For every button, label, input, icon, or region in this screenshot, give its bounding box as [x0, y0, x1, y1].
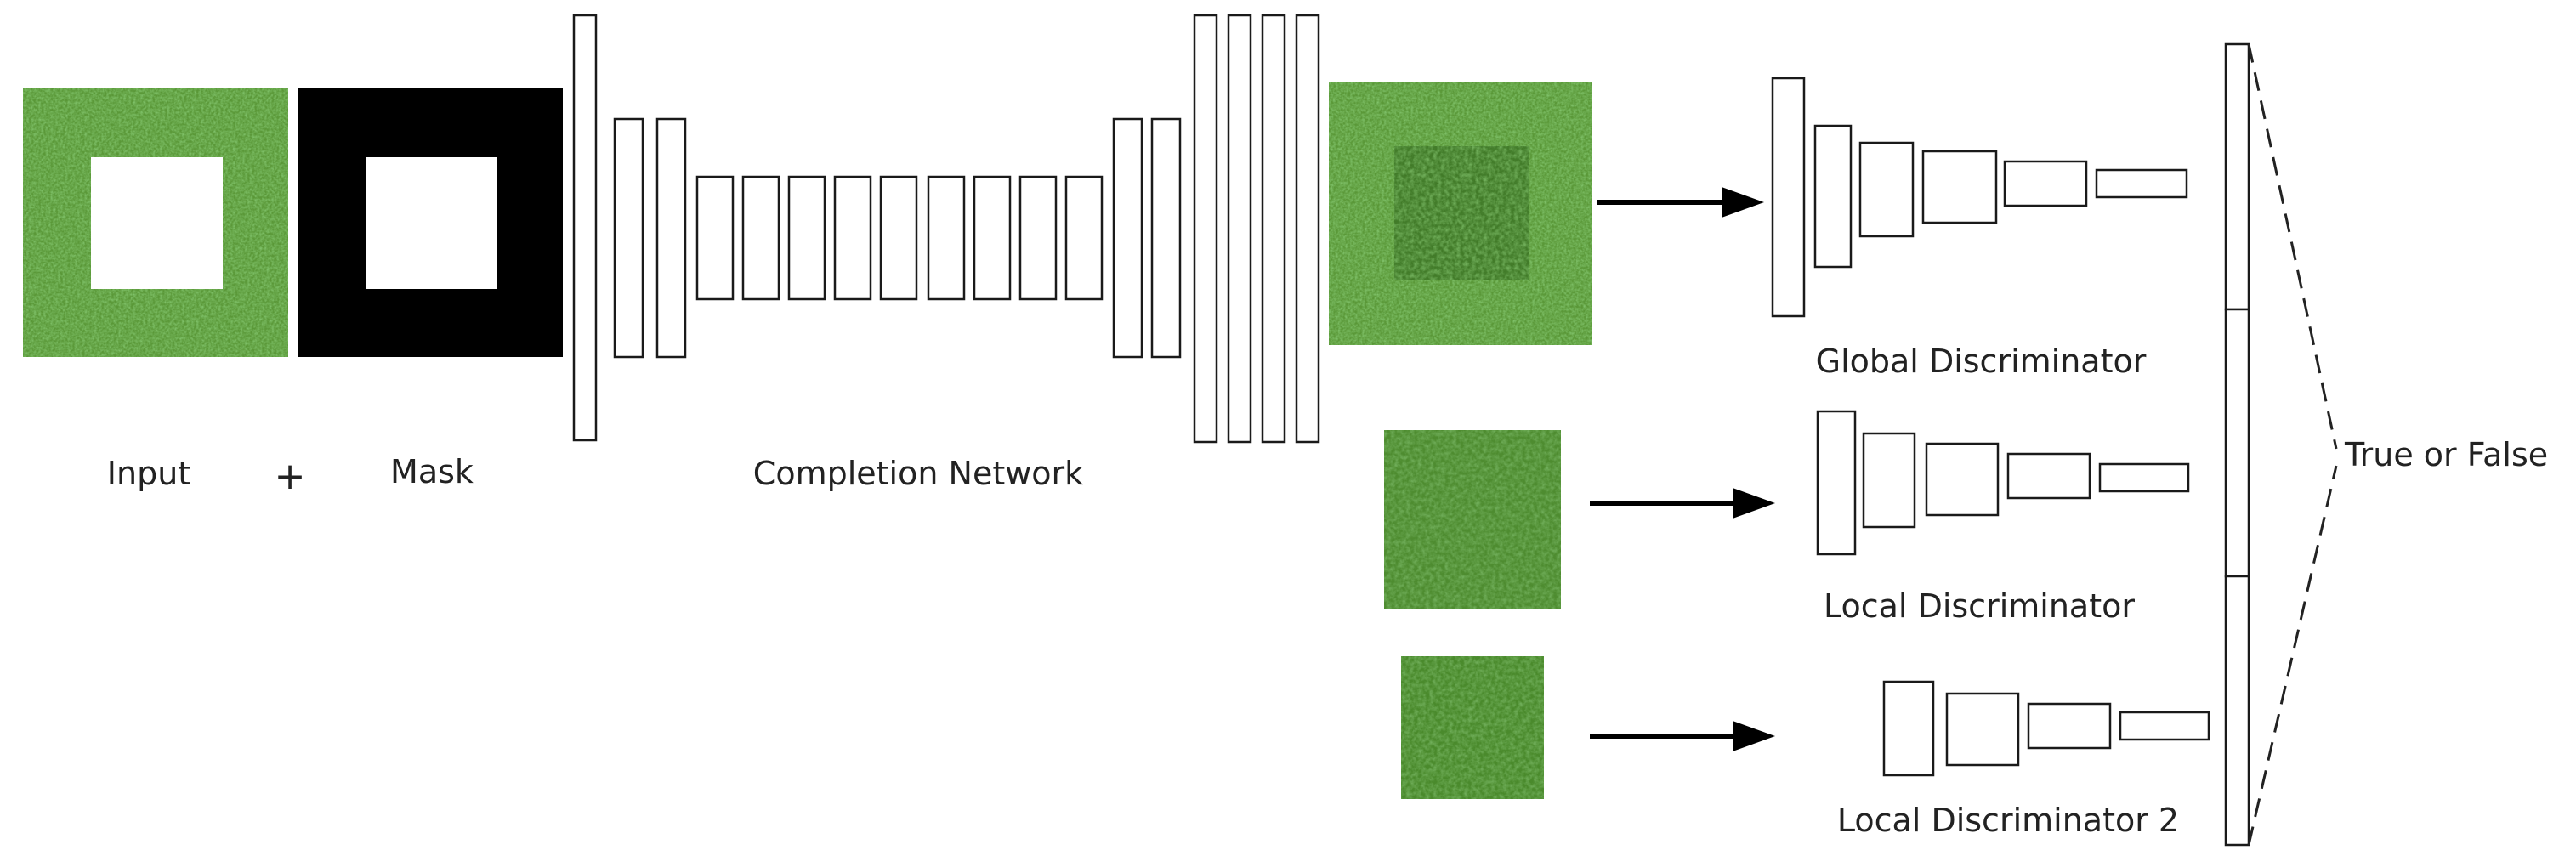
local-discriminator-layers	[1816, 410, 2190, 556]
gd-layer	[1921, 150, 1998, 224]
input-image	[23, 88, 288, 357]
output-segment	[2224, 42, 2250, 311]
mask-hole	[366, 157, 497, 289]
cn-layer	[655, 117, 687, 359]
ld2-layer	[2119, 711, 2210, 741]
cn-layer	[879, 175, 918, 301]
gd-layer	[1771, 76, 1806, 318]
local-patch-1	[1384, 430, 1561, 609]
cn-layer	[927, 175, 966, 301]
cn-layer	[1227, 14, 1252, 444]
cn-layer	[787, 175, 826, 301]
ld-layer	[2006, 452, 2091, 500]
local-discriminator-2-label: Local Discriminator 2	[1837, 802, 2179, 839]
global-discriminator-layers	[1771, 76, 2188, 318]
arrow-global	[1597, 187, 1764, 218]
cn-layer	[1064, 175, 1104, 301]
output-column	[2224, 42, 2250, 847]
local-discriminator-2-layers	[1882, 680, 2210, 777]
output-segment	[2224, 308, 2250, 578]
completion-network-layers	[572, 14, 1320, 444]
cn-layer	[1112, 117, 1143, 359]
completion-network-label: Completion Network	[753, 455, 1083, 492]
cn-layer	[1295, 14, 1320, 444]
cn-layer	[741, 175, 780, 301]
arrow-local	[1590, 488, 1775, 518]
ld2-layer	[1882, 680, 1935, 777]
gd-layer	[1858, 141, 1915, 238]
output-dashed-lines	[2247, 43, 2338, 846]
input-label: Input	[107, 455, 190, 492]
cn-layer	[833, 175, 872, 301]
cn-layer	[1018, 175, 1058, 301]
cn-layer	[695, 175, 735, 301]
local-discriminator-label: Local Discriminator	[1824, 587, 2135, 625]
output-label: True or False	[2344, 436, 2548, 473]
gd-layer	[2095, 168, 2188, 199]
gd-layer	[2003, 160, 2088, 207]
output-segment	[2224, 575, 2250, 847]
ld-layer	[1925, 442, 2000, 517]
cn-layer	[613, 117, 644, 359]
mask-label: Mask	[390, 453, 474, 490]
gd-layer	[1813, 124, 1853, 269]
cn-layer	[1193, 14, 1218, 444]
ld2-layer	[2027, 702, 2112, 750]
ld-layer	[2098, 462, 2190, 493]
arrow-local-2	[1590, 721, 1775, 751]
ld2-layer	[1945, 692, 2020, 767]
plus-sign: +	[275, 455, 306, 498]
global-discriminator-label: Global Discriminator	[1816, 343, 2147, 380]
ld-layer	[1816, 410, 1857, 556]
ld-layer	[1862, 432, 1916, 529]
local-patch-2	[1401, 656, 1544, 799]
cn-layer	[1261, 14, 1286, 444]
completed-image	[1329, 82, 1592, 345]
input-hole	[91, 157, 223, 289]
cn-layer	[973, 175, 1012, 301]
mask-image	[298, 88, 563, 357]
cn-layer	[1150, 117, 1182, 359]
cn-layer	[572, 14, 598, 442]
